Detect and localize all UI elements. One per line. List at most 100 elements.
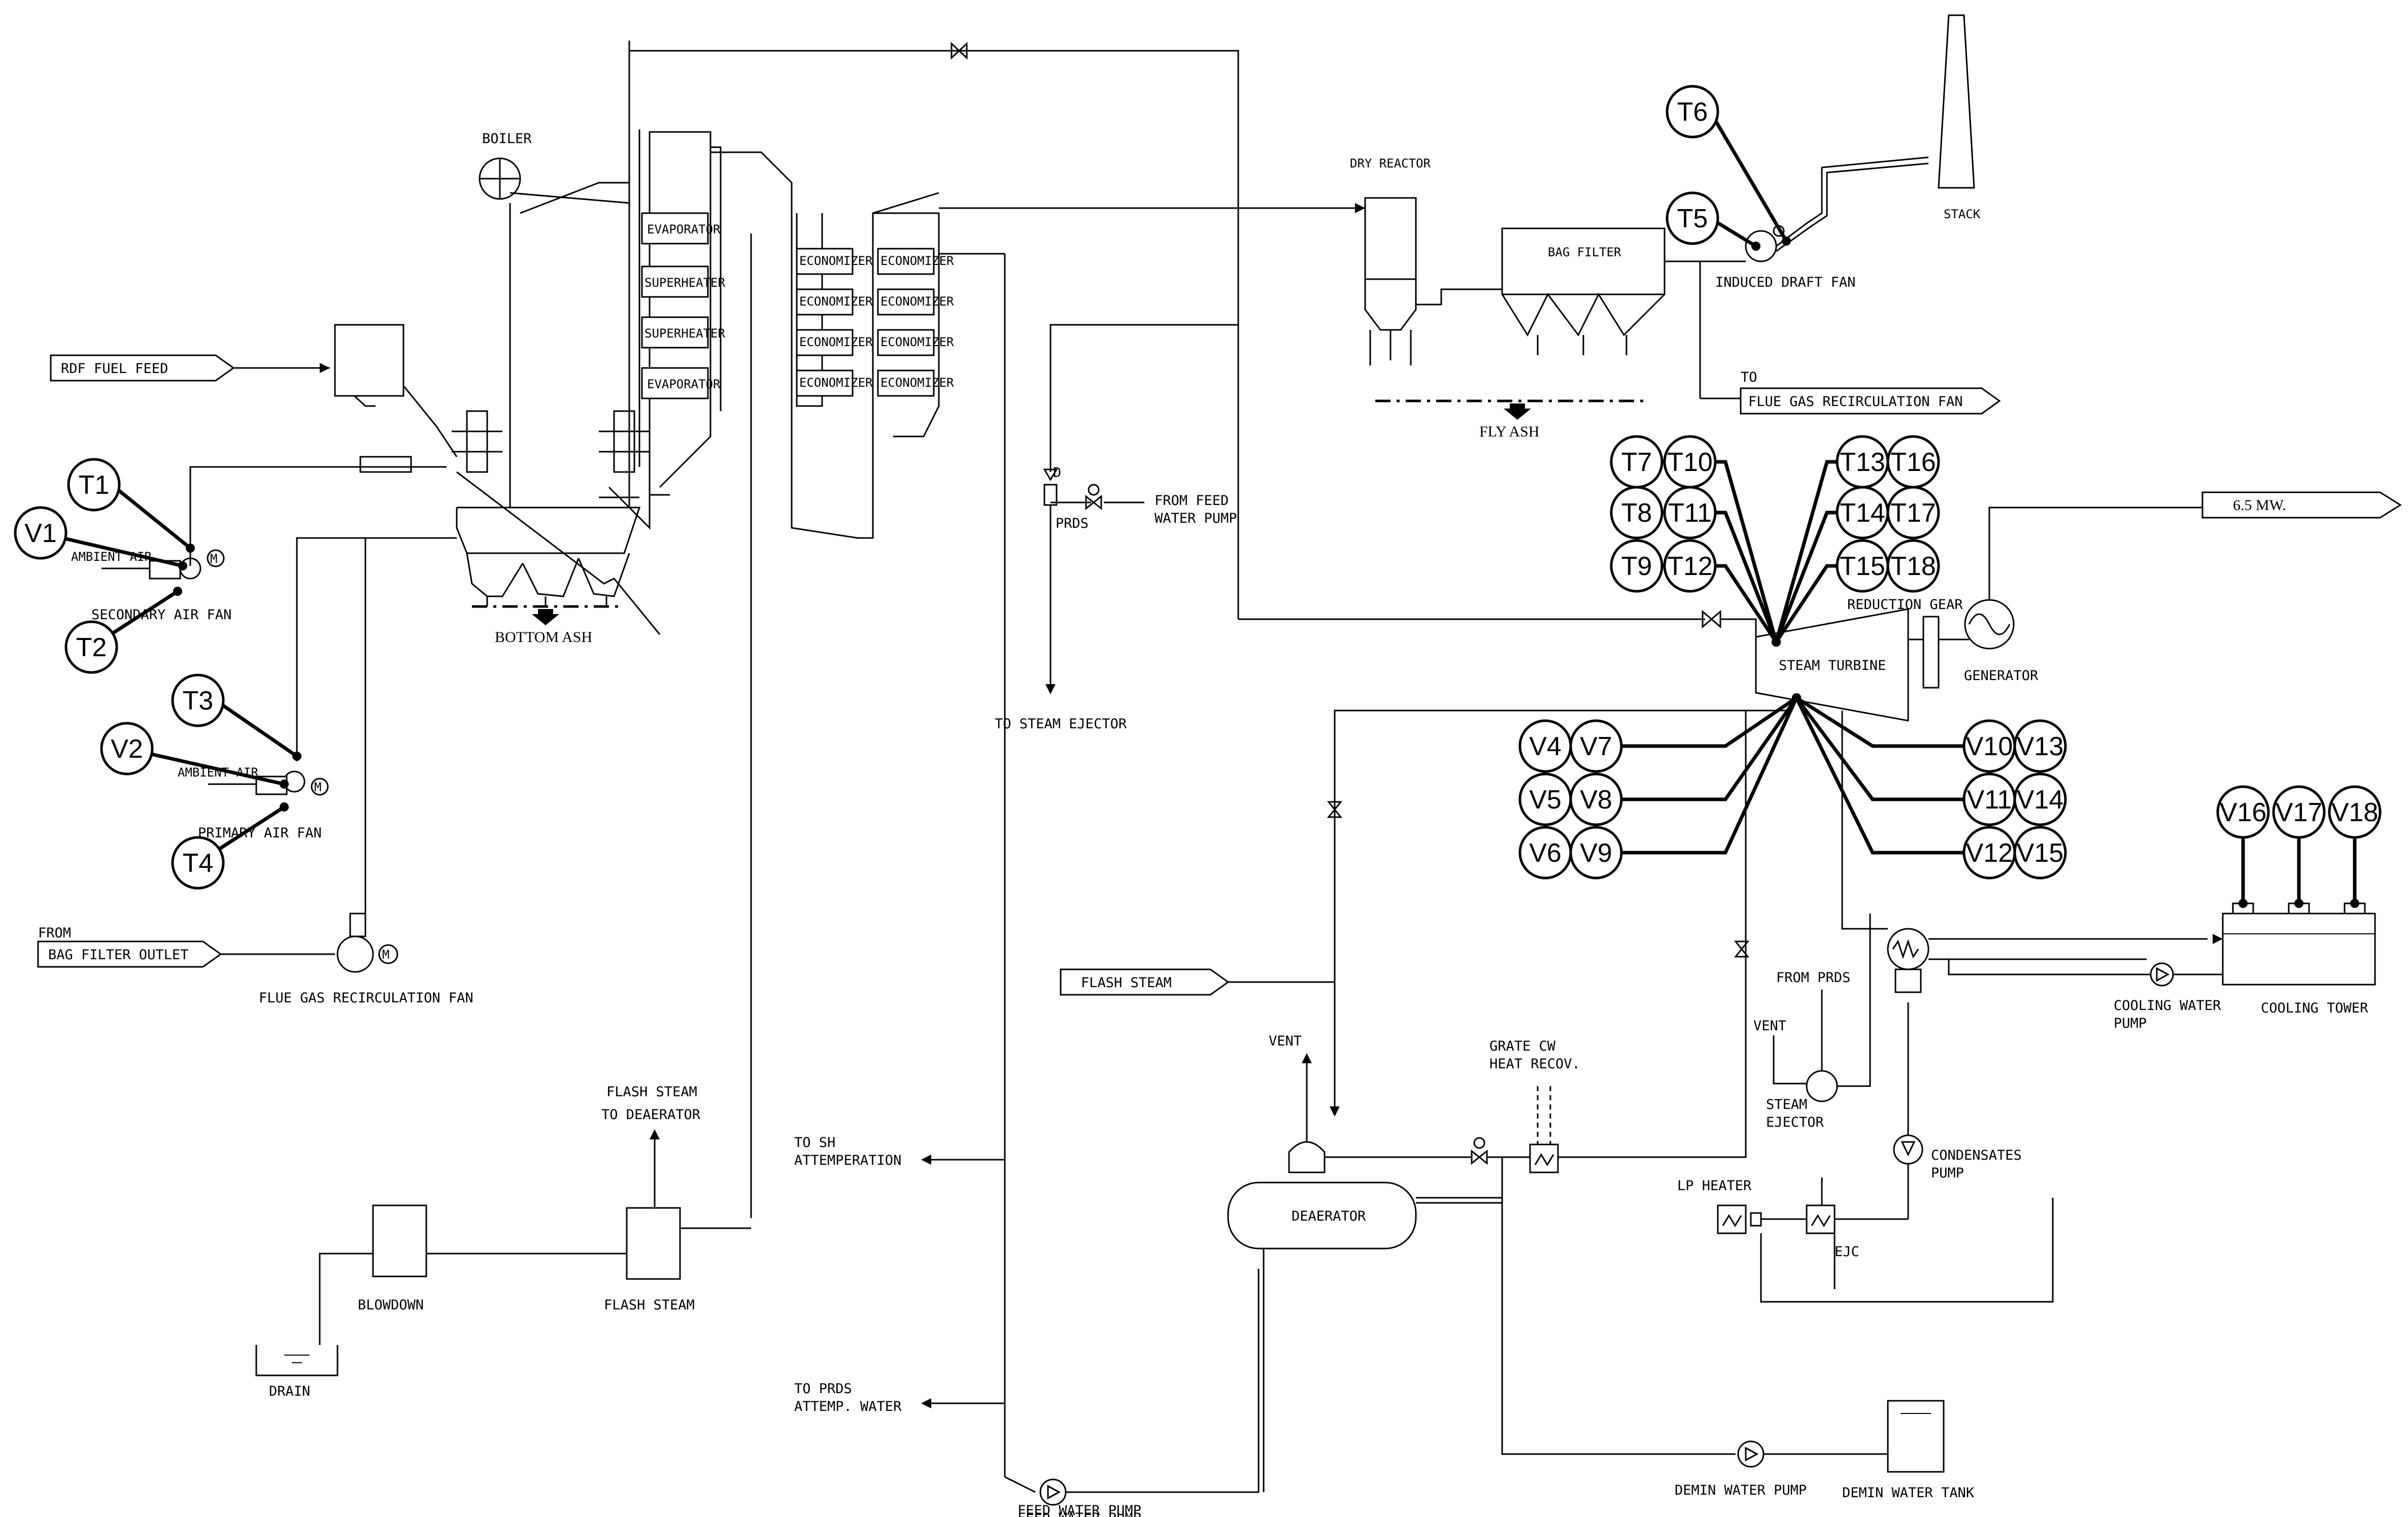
sensor-tag-t1[interactable] bbox=[67, 458, 121, 512]
bottom-ash-label: BOTTOM ASH bbox=[495, 629, 592, 646]
lp-heater bbox=[1717, 1204, 1747, 1234]
svg-text:STEAM TURBINE: STEAM TURBINE bbox=[1779, 658, 1886, 673]
sensor-tag-label: T9 bbox=[1621, 552, 1652, 581]
drain-tank bbox=[255, 1345, 338, 1376]
svg-text:SUPERHEATER: SUPERHEATER bbox=[645, 276, 725, 290]
cooling-tower bbox=[2222, 913, 2376, 986]
svg-text:WATER PUMP: WATER PUMP bbox=[1155, 511, 1237, 526]
svg-text:ECONOMIZER: ECONOMIZER bbox=[880, 294, 954, 309]
svg-text:STACK: STACK bbox=[1944, 207, 1981, 221]
condensates-pump bbox=[1893, 1134, 1923, 1165]
sensor-tag-v9[interactable] bbox=[1569, 826, 1623, 880]
sensor-tag-label: T5 bbox=[1677, 204, 1708, 233]
sensor-tag-t17[interactable] bbox=[1886, 486, 1940, 540]
sensor-tag-label: V14 bbox=[2017, 785, 2064, 815]
svg-text:COOLING WATER: COOLING WATER bbox=[2114, 998, 2221, 1014]
rdf-fuel-feed: RDF FUEL FEED bbox=[50, 354, 330, 382]
reduction-gear bbox=[1922, 616, 1940, 689]
svg-text:BAG FILTER OUTLET: BAG FILTER OUTLET bbox=[48, 947, 188, 963]
id-fan-stack: STACK INDUCED DRAFT FAN bbox=[1715, 14, 1981, 290]
svg-text:EJECTOR: EJECTOR bbox=[1766, 1115, 1824, 1130]
sensor-tag-label: T18 bbox=[1890, 552, 1936, 581]
sensor-tag-v1[interactable] bbox=[14, 506, 67, 560]
svg-text:EVAPORATOR: EVAPORATOR bbox=[647, 377, 721, 391]
svg-text:LP HEATER: LP HEATER bbox=[1677, 1178, 1752, 1194]
sensor-tag-label: T2 bbox=[76, 633, 107, 662]
sensor-tag-label: T6 bbox=[1677, 97, 1708, 127]
sensor-tag-v18[interactable] bbox=[2328, 785, 2382, 839]
svg-text:ECONOMIZER: ECONOMIZER bbox=[880, 254, 954, 268]
sensor-tag-v17[interactable] bbox=[2272, 785, 2326, 839]
svg-text:DEAERATOR: DEAERATOR bbox=[1292, 1208, 1366, 1224]
sensor-tag-label: T10 bbox=[1667, 448, 1713, 477]
ash-hopper-2 bbox=[522, 558, 580, 597]
feedwater-outlets: TO SH ATTEMPERATION TO PRDS ATTEMP. WATE… bbox=[794, 1135, 1260, 1517]
sensor-tag-label: T1 bbox=[79, 470, 110, 500]
sensor-tag-label: V13 bbox=[2017, 732, 2064, 761]
sensor-tag-t8[interactable] bbox=[1610, 486, 1664, 540]
sensor-tag-v8[interactable] bbox=[1569, 772, 1623, 826]
svg-text:D: D bbox=[1053, 465, 1061, 481]
svg-text:VENT: VENT bbox=[1269, 1033, 1302, 1049]
primary-air-fan-label: PRIMARY AIR FAN bbox=[198, 825, 322, 841]
sensor-tag-v13[interactable] bbox=[2013, 719, 2067, 773]
sensor-tag-t18[interactable] bbox=[1886, 539, 1940, 593]
sensor-tag-label: T8 bbox=[1621, 498, 1652, 528]
sensor-tag-label: V9 bbox=[1580, 838, 1612, 868]
sensor-tag-v16[interactable] bbox=[2216, 785, 2270, 839]
svg-text:INDUCED DRAFT FAN: INDUCED DRAFT FAN bbox=[1715, 275, 1855, 290]
sensor-tag-label: V7 bbox=[1580, 732, 1612, 761]
gas-cleaning: DRY REACTOR BAG FILTER FLY ASH TO FLUE G… bbox=[1330, 156, 2001, 440]
prds-section: D FROM FEED WATER PUMP PRDS TO STEAM EJE… bbox=[995, 324, 1238, 732]
svg-text:HEAT RECOV.: HEAT RECOV. bbox=[1489, 1056, 1580, 1072]
sensor-tag-t6[interactable] bbox=[1666, 85, 1719, 139]
sensor-tag-label: V17 bbox=[2276, 798, 2323, 827]
sensor-tag-t11[interactable] bbox=[1663, 486, 1717, 540]
svg-text:DRAIN: DRAIN bbox=[269, 1384, 310, 1399]
svg-text:FROM: FROM bbox=[38, 925, 71, 941]
blowdown-section: FLASH STEAM TO DEAERATOR FLASH STEAM BLO… bbox=[255, 1084, 751, 1399]
tag-leader-t13 bbox=[1774, 460, 1837, 643]
tag-connection-point bbox=[280, 780, 289, 789]
sensor-tag-label: T17 bbox=[1890, 498, 1936, 528]
tag-leader-t15 bbox=[1775, 564, 1837, 643]
svg-text:EVAPORATOR: EVAPORATOR bbox=[647, 222, 721, 237]
tag-connection-point bbox=[2239, 899, 2248, 908]
sensor-tag-label: V2 bbox=[111, 734, 143, 764]
tag-connection-point bbox=[173, 587, 182, 596]
sensor-tag-label: T15 bbox=[1840, 552, 1885, 581]
svg-text:PUMP: PUMP bbox=[2114, 1016, 2147, 1031]
sensor-tag-v15[interactable] bbox=[2013, 826, 2067, 880]
tag-leader-v8 bbox=[1621, 696, 1798, 801]
sensor-tag-t2[interactable] bbox=[64, 620, 118, 674]
svg-text:DEMIN WATER TANK: DEMIN WATER TANK bbox=[1842, 1485, 1975, 1501]
sensor-tag-label: T7 bbox=[1621, 448, 1652, 477]
sensor-tag-v7[interactable] bbox=[1569, 719, 1623, 773]
dry-reactor bbox=[1364, 197, 1417, 280]
sensor-tag-v2[interactable] bbox=[100, 722, 154, 776]
economizer-banks-1: ECONOMIZER ECONOMIZER ECONOMIZER ECONOMI… bbox=[796, 248, 873, 397]
sensor-tag-t3[interactable] bbox=[171, 673, 225, 727]
deaerator-section: FLASH STEAM VENT DEAERATOR GRATE CW HEAT… bbox=[1060, 711, 2208, 1492]
svg-text:RDF FUEL FEED: RDF FUEL FEED bbox=[61, 361, 168, 377]
bottom-ash-arrow-icon bbox=[532, 609, 559, 625]
svg-text:FEED WATER PUMP: FEED WATER PUMP bbox=[1018, 1510, 1141, 1517]
svg-text:FLASH STEAM: FLASH STEAM bbox=[606, 1084, 697, 1100]
power-output-label: 6.5 MW. bbox=[2233, 497, 2286, 514]
sensor-tag-t9[interactable] bbox=[1610, 539, 1664, 593]
svg-text:TO: TO bbox=[1741, 369, 1757, 385]
sensor-tag-t4[interactable] bbox=[171, 836, 225, 890]
sensor-tag-t12[interactable] bbox=[1663, 539, 1717, 593]
svg-text:PUMP: PUMP bbox=[1931, 1165, 1964, 1181]
sensor-tag-label: V12 bbox=[1966, 838, 2013, 868]
sensor-tag-t5[interactable] bbox=[1666, 191, 1719, 245]
tag-leader-t6 bbox=[1708, 111, 1788, 242]
tag-connection-point bbox=[292, 752, 301, 761]
svg-text:REDUCTION GEAR: REDUCTION GEAR bbox=[1847, 597, 1963, 613]
tag-connection-point bbox=[1792, 693, 1801, 702]
sensor-tag-v14[interactable] bbox=[2013, 772, 2067, 826]
economizer-banks-2: ECONOMIZER ECONOMIZER ECONOMIZER ECONOMI… bbox=[877, 248, 954, 397]
sensor-tag-label: T13 bbox=[1840, 448, 1885, 477]
svg-text:TO PRDS: TO PRDS bbox=[794, 1381, 852, 1397]
